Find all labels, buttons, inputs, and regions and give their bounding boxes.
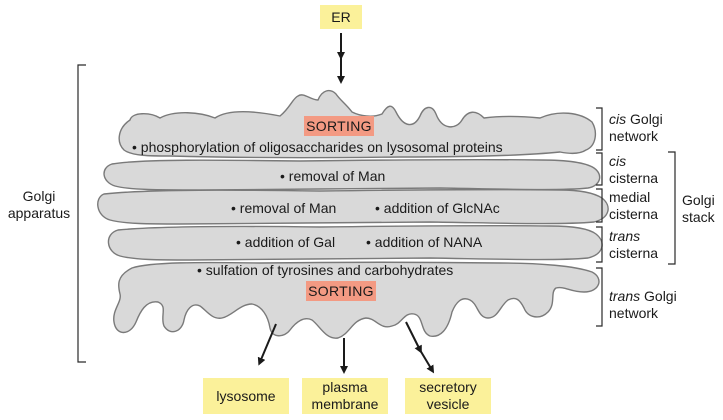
cis-sorting-box: SORTING (304, 116, 374, 136)
golgi-apparatus-label: Golgi apparatus (7, 188, 71, 221)
arrow-to-secretory-vesicle (405, 321, 422, 354)
medial-cisterna-activity-2: • addition of GlcNAc (375, 200, 500, 216)
cis-cisterna-label: cis cisterna (609, 153, 659, 186)
golgi-stack-bracket (668, 151, 676, 265)
medial-cisterna-bracket (596, 188, 603, 223)
lysosome-label: lysosome (216, 387, 276, 404)
cis-cisterna-activity: • removal of Man (280, 168, 386, 184)
cis-sorting-label: SORTING (306, 117, 372, 134)
arrow-to-secretory-vesicle-2 (419, 349, 435, 374)
trans-cisterna-bracket (596, 226, 603, 263)
cis-golgi-network-label: cis Golgi network (609, 111, 663, 144)
cis-cisterna-bracket (596, 152, 603, 186)
trans-cisterna-shape (107, 224, 603, 261)
golgi-apparatus-bracket (77, 64, 86, 363)
trans-network-activity: • sulfation of tyrosines and carbohydrat… (197, 262, 454, 278)
plasma-membrane-box: plasma membrane (302, 378, 388, 414)
secretory-vesicle-label-2: vesicle (426, 396, 470, 412)
medial-cisterna-label: medial cisterna (609, 189, 659, 222)
plasma-membrane-label-2: membrane (311, 396, 379, 412)
secretory-vesicle-box: secretory vesicle (405, 378, 491, 414)
medial-cisterna-shape (97, 188, 609, 225)
trans-golgi-network-label: trans Golgi network (609, 288, 677, 321)
trans-network-bracket (596, 267, 603, 327)
cis-network-activity: • phosphorylation of oligosaccharides on… (132, 139, 503, 155)
arrow-to-lysosome (257, 323, 277, 366)
trans-cisterna-activity-2: • addition of NANA (366, 234, 483, 250)
medial-cisterna-activity-1: • removal of Man (231, 200, 337, 216)
lysosome-box: lysosome (203, 378, 289, 414)
er-label: ER (331, 8, 351, 25)
trans-cisterna-label: trans cisterna (609, 228, 659, 261)
trans-cisterna-activity-1: • addition of Gal (236, 234, 336, 250)
golgi-stack-label: Golgi stack (682, 192, 715, 225)
trans-sorting-label: SORTING (308, 282, 374, 299)
secretory-vesicle-label-1: secretory (419, 379, 477, 395)
er-box: ER (320, 5, 362, 29)
plasma-membrane-label-1: plasma (322, 379, 368, 395)
trans-sorting-box: SORTING (306, 281, 376, 301)
cis-cisterna-shape (103, 158, 601, 191)
cis-network-bracket (596, 107, 603, 151)
